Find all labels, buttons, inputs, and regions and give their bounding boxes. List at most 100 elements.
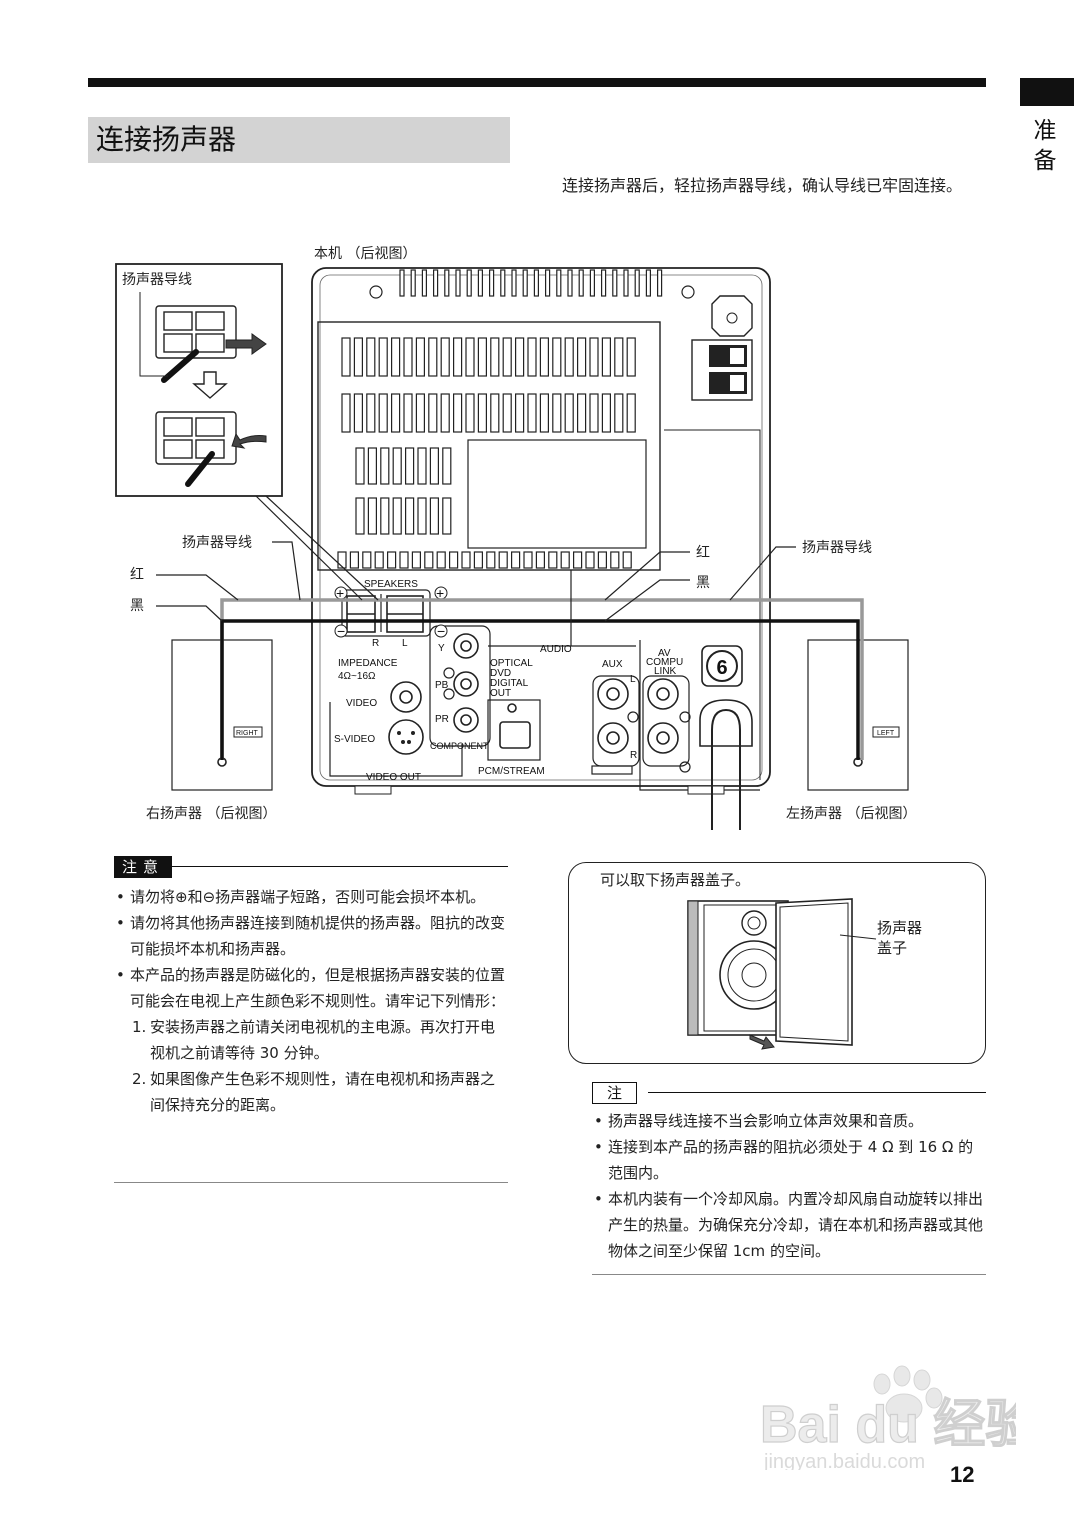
grille-slot [424,551,434,569]
vent-slot [567,269,573,297]
grille-slot [403,393,413,433]
grille-slot [490,337,500,377]
page-number: 12 [950,1462,975,1487]
grille-slot [411,551,421,569]
grille-slot [417,447,427,485]
grille-slot [355,497,365,535]
grille-slot [387,551,397,569]
grille-slot [449,551,459,569]
grille-slot [601,393,612,433]
note-bottom-rule [592,1274,986,1275]
vent-slot [500,269,506,297]
impedance-value: 4Ω~16Ω [338,671,376,682]
grille-slot [486,551,496,569]
vent-slot [466,269,472,297]
grille-slot [585,551,595,569]
caution-bottom-rule [114,1182,508,1183]
vent-slot [489,269,495,297]
grille-slot [576,393,587,433]
vent-slot [645,269,652,297]
grille-slot [597,551,608,569]
grille-slot [626,393,636,433]
vent-slot [634,269,640,297]
grille-slot [498,551,508,569]
red-label-left: 红 [130,567,144,583]
grille-slot [341,393,351,433]
inset-terminal-detail [115,263,283,497]
grille-slot [337,551,347,569]
grille-slot [392,497,402,535]
svg-text:−: − [437,623,445,639]
cover-label: 扬声器 盖子 [877,919,923,957]
note-tag: 注 [592,1082,638,1104]
grille-slot [415,337,425,377]
vent-slot [556,269,562,297]
vent-slot [623,269,629,297]
connection-diagram: 6 SPEAKERS R L IMPEDANCE 4Ω~16Ω VIDEO S-… [115,246,916,830]
grille-slot [552,393,562,433]
note-item: 扬声器导线连接不当会影响立体声效果和音质。 [594,1108,986,1134]
note-header: 注 [592,1082,986,1104]
grille-slot [622,551,632,569]
grille-slot [417,497,427,535]
grille-slot [502,393,512,433]
grille-slot [539,393,550,433]
left-speaker-caption: 左扬声器 （后视图） [786,806,916,822]
aux-l-label: L [630,674,636,685]
caution-list: 请勿将⊕和⊖扬声器端子短路，否则可能会损坏本机。 请勿将其他扬声器连接到随机提供… [116,884,508,1118]
grille-slot [511,551,521,569]
caution-header: 注意 [114,856,508,878]
grille-slot [378,393,388,433]
grille-slot [564,393,574,433]
out-label: OUT [490,688,511,699]
vent-slot [544,269,551,297]
vent-slot [612,269,618,297]
grille-slot [539,337,550,377]
vent-slot [533,269,540,297]
grille-slot [523,551,533,569]
grille-slot [442,497,452,535]
watermark-url: jingyan.baidu.com [763,1451,925,1470]
header-rule [88,78,986,87]
title-bar [88,117,510,163]
vent-slot [477,269,483,297]
grille-slot [391,393,401,433]
caution-subitem: 1.安装扬声器之前请关闭电视机的主电源。再次打开电视机之前请等待 30 分钟。 [132,1018,496,1062]
caution-item: 本产品的扬声器是防磁化的，但是根据扬声器安装的位置可能会在电视上产生颜色彩不规则… [116,962,508,1014]
grille-slot [353,393,363,433]
grille-slot [391,337,401,377]
impedance-label: IMPEDANCE [338,658,398,669]
grille-slot [349,551,359,569]
grille-slot [576,337,587,377]
vent-slot [455,269,461,297]
svg-text:−: − [337,623,345,639]
av-label: AV [658,648,671,659]
intro-text: 连接扬声器后，轻拉扬声器导线，确认导线已牢固连接。 [562,176,963,195]
grille-slot [477,393,487,433]
grille-slot [477,337,487,377]
pcm-stream-label: PCM/STREAM [478,766,545,777]
grille-slot [626,337,636,377]
grille-slot [405,447,415,485]
vent-slot [410,269,416,297]
vent-slot [433,269,439,297]
watermark-brand: Bai du 经验 [760,1396,1016,1454]
link-label: LINK [654,666,677,677]
section-tab-marker [1020,78,1074,106]
grille-slot [436,551,446,569]
grille-slot [453,393,463,433]
grille-slot [392,447,402,485]
grille-slot [399,551,409,569]
vent-slot [399,269,405,297]
grille-slot [366,337,376,377]
baidu-watermark: Bai du 经验 jingyan.baidu.com [756,1360,1038,1474]
grille-slot [473,551,483,569]
grille-slot [442,447,452,485]
grille-slot [610,551,620,569]
grille-slot [614,337,624,377]
grille-slot [440,393,450,433]
component-pb-label: PB [435,680,449,691]
grille-slot [367,497,377,535]
inset-wire-label: 扬声器导线 [122,272,192,288]
vent-slot [600,269,607,297]
